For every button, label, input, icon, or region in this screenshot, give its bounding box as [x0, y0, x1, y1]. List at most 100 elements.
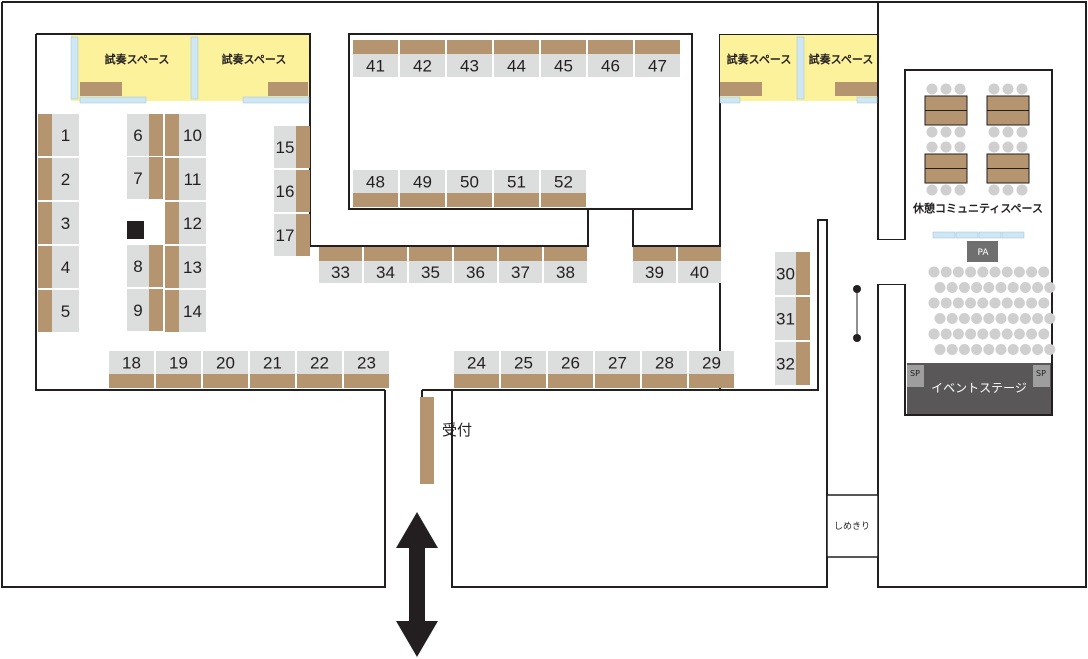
audience-seat — [1044, 344, 1056, 355]
booth-49[interactable]: 49 — [400, 170, 445, 207]
booth-number: 43 — [460, 57, 479, 76]
trial-bench-4 — [856, 96, 878, 104]
booth-16[interactable]: 16 — [274, 170, 310, 212]
audience-seat — [983, 344, 995, 355]
audience-seat — [934, 282, 946, 293]
booth-number: 38 — [556, 263, 575, 282]
trial-desk-4 — [835, 82, 877, 96]
booth-number: 37 — [511, 263, 530, 282]
booth-46[interactable]: 46 — [588, 40, 633, 77]
booth-28[interactable]: 28 — [642, 351, 687, 388]
booth-38[interactable]: 38 — [544, 247, 587, 283]
booth-13[interactable]: 13 — [165, 246, 206, 288]
booth-7[interactable]: 7 — [127, 157, 163, 199]
audience-seat — [1013, 297, 1025, 309]
booth-33[interactable]: 33 — [319, 247, 362, 283]
booth-number: 27 — [608, 354, 627, 373]
booth-desk — [296, 126, 310, 168]
booth-40[interactable]: 40 — [678, 247, 721, 283]
booth-43[interactable]: 43 — [447, 40, 492, 77]
audience-seat — [1038, 328, 1050, 340]
booth-34[interactable]: 34 — [364, 247, 407, 283]
booth-23[interactable]: 23 — [344, 351, 389, 388]
booth-45[interactable]: 45 — [541, 40, 586, 77]
booth-4[interactable]: 4 — [38, 246, 79, 288]
booth-number: 22 — [310, 354, 329, 373]
rest-table-3 — [924, 141, 968, 196]
booth-24[interactable]: 24 — [454, 351, 499, 388]
booth-desk — [353, 40, 398, 54]
booth-desk — [165, 246, 179, 288]
booth-51[interactable]: 51 — [494, 170, 539, 207]
chair — [988, 126, 1000, 138]
booth-29[interactable]: 29 — [689, 351, 734, 388]
booth-10[interactable]: 10 — [165, 114, 206, 156]
booth-22[interactable]: 22 — [297, 351, 342, 388]
booth-20[interactable]: 20 — [203, 351, 248, 388]
booth-8[interactable]: 8 — [127, 245, 163, 287]
booth-44[interactable]: 44 — [494, 40, 539, 77]
booth-number: 48 — [366, 173, 385, 192]
booth-30[interactable]: 30 — [775, 252, 810, 295]
booth-number: 24 — [467, 354, 486, 373]
entry-gap — [877, 240, 907, 284]
booth-desk — [541, 193, 586, 207]
audience-seat — [1044, 313, 1056, 324]
audience-seat — [1038, 297, 1050, 309]
booth-37[interactable]: 37 — [499, 247, 542, 283]
booth-number: 19 — [169, 354, 188, 373]
booth-42[interactable]: 42 — [400, 40, 445, 77]
chair — [926, 184, 938, 196]
booth-number: 29 — [702, 354, 721, 373]
booth-number: 33 — [331, 263, 350, 282]
booth-2[interactable]: 2 — [38, 158, 79, 200]
booth-19[interactable]: 19 — [156, 351, 201, 388]
booth-39[interactable]: 39 — [633, 247, 676, 283]
booth-1[interactable]: 1 — [38, 114, 79, 156]
rest-community-space — [924, 83, 1030, 196]
booth-5[interactable]: 5 — [38, 290, 79, 332]
booth-12[interactable]: 12 — [165, 202, 206, 244]
booth-36[interactable]: 36 — [454, 247, 497, 283]
booth-41[interactable]: 41 — [353, 40, 398, 77]
booth-desk — [678, 247, 721, 261]
booth-17[interactable]: 17 — [274, 214, 310, 256]
booth-31[interactable]: 31 — [775, 297, 810, 340]
entrance-arrow[interactable] — [396, 512, 438, 657]
booth-15[interactable]: 15 — [274, 126, 310, 168]
booth-number: 16 — [276, 182, 295, 201]
audience-seat — [971, 313, 983, 324]
audience-seat — [1032, 344, 1044, 355]
booth-18[interactable]: 18 — [109, 351, 154, 388]
booth-52[interactable]: 52 — [541, 170, 586, 207]
booth-48[interactable]: 48 — [353, 170, 398, 207]
trial-divider-left-edge — [70, 36, 79, 100]
booth-desk — [635, 40, 680, 54]
booth-14[interactable]: 14 — [165, 290, 206, 332]
booth-35[interactable]: 35 — [409, 247, 452, 283]
booth-50[interactable]: 50 — [447, 170, 492, 207]
booth-desk — [494, 40, 539, 54]
booth-6[interactable]: 6 — [127, 114, 163, 156]
chair — [1016, 141, 1028, 153]
booth-47[interactable]: 47 — [635, 40, 680, 77]
audience-seat — [1007, 282, 1019, 293]
booth-3[interactable]: 3 — [38, 202, 79, 244]
booth-9[interactable]: 9 — [127, 289, 163, 331]
chair — [988, 141, 1000, 153]
booth-21[interactable]: 21 — [250, 351, 295, 388]
booth-32[interactable]: 32 — [775, 342, 810, 385]
booth-desk — [165, 290, 179, 332]
booth-25[interactable]: 25 — [501, 351, 546, 388]
booth-number: 18 — [122, 354, 141, 373]
pillar — [127, 221, 144, 239]
audience-seating — [928, 266, 1056, 355]
chair — [1002, 184, 1014, 196]
booth-desk — [38, 158, 52, 200]
booth-11[interactable]: 11 — [165, 158, 206, 200]
audience-seat — [1001, 266, 1013, 278]
booth-27[interactable]: 27 — [595, 351, 640, 388]
booth-number: 49 — [413, 173, 432, 192]
booth-26[interactable]: 26 — [548, 351, 593, 388]
